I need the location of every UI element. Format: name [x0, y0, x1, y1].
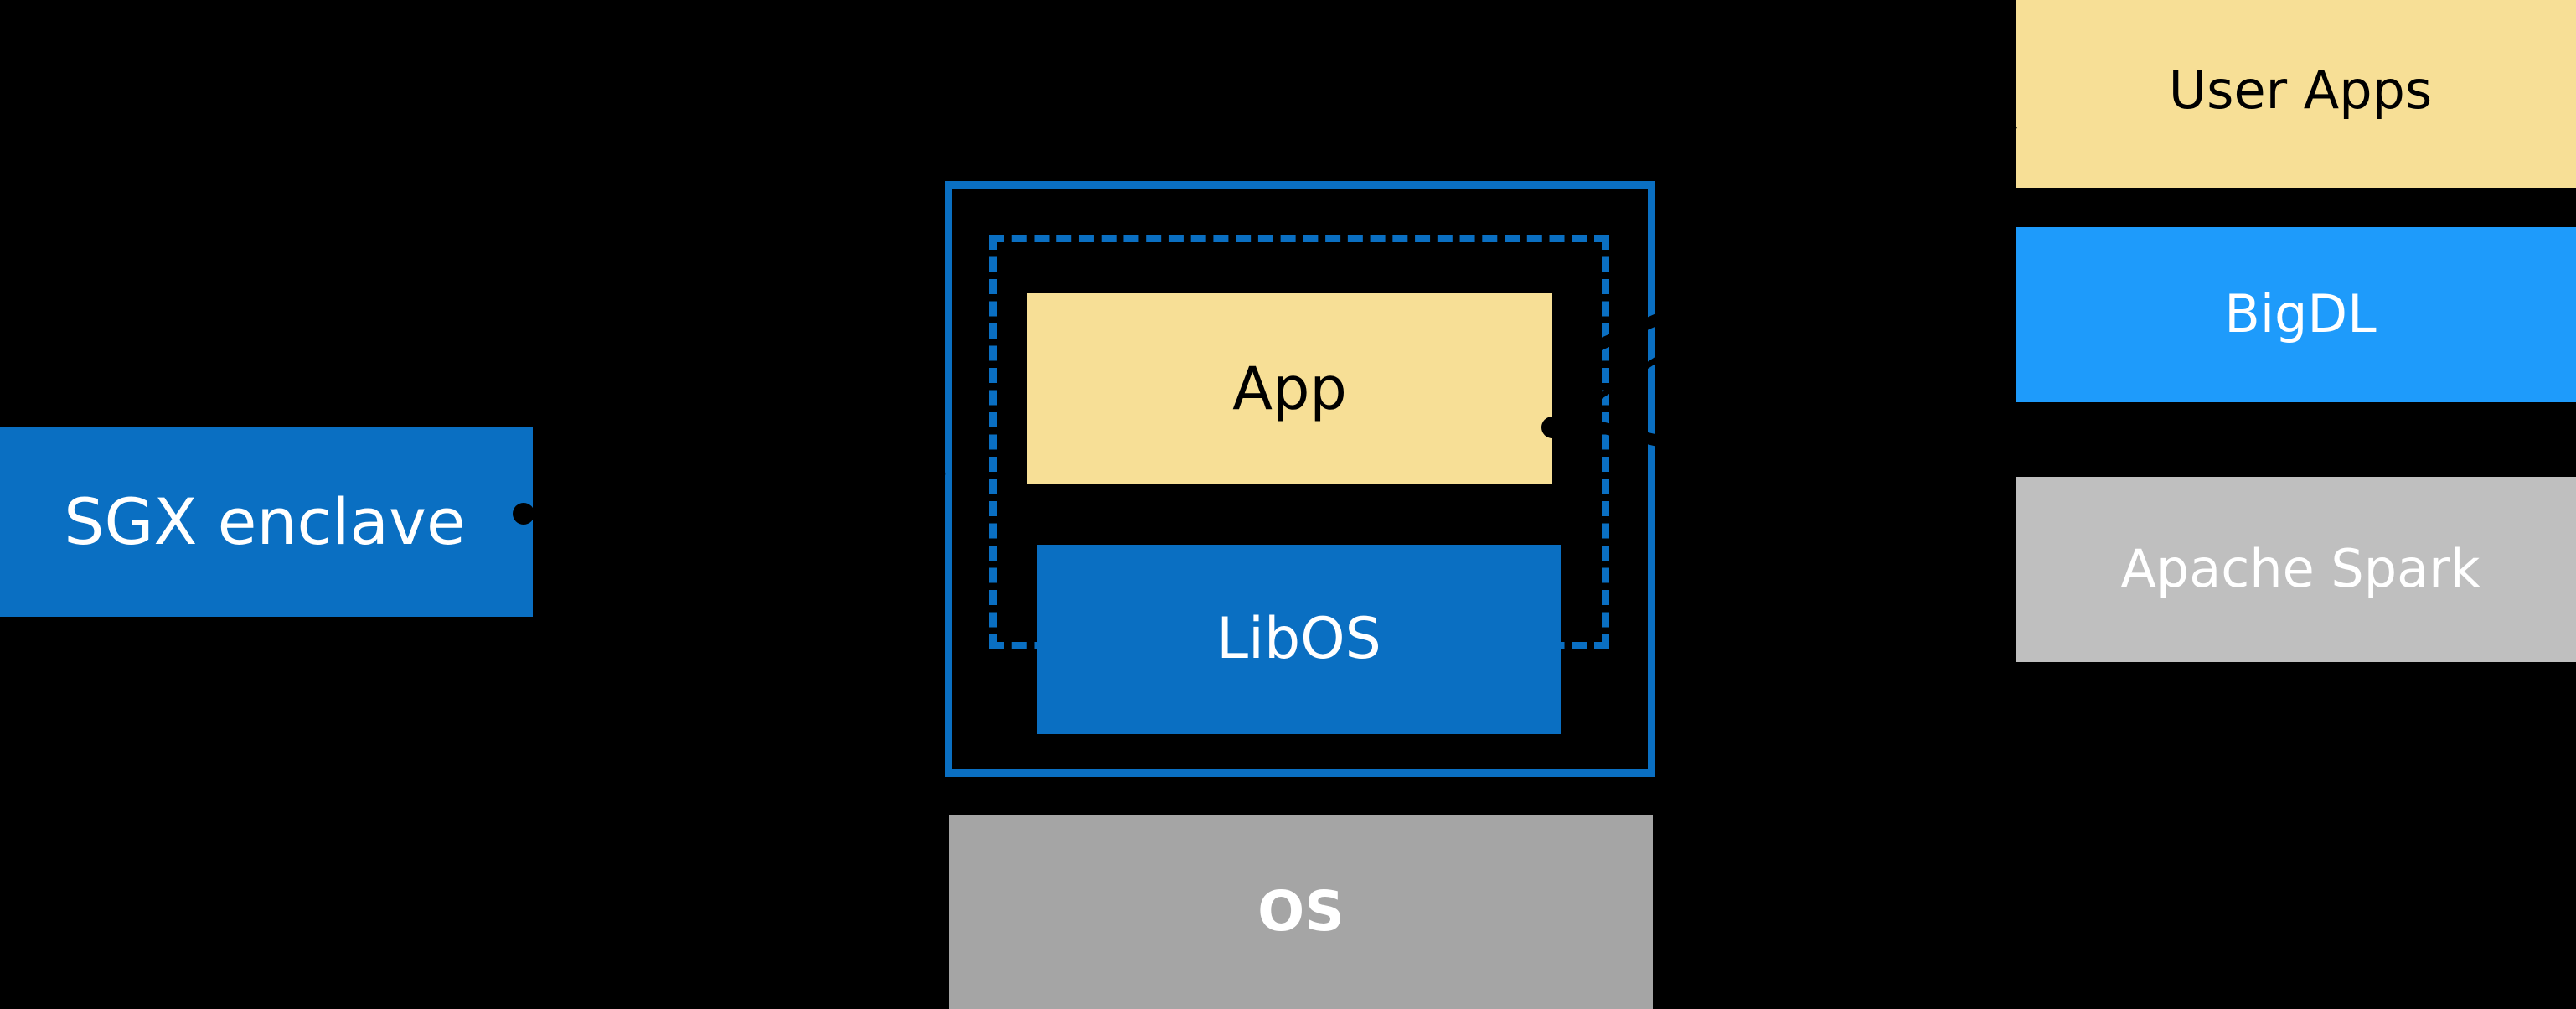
libos-label: LibOS	[1216, 605, 1381, 672]
app-label: App	[1232, 354, 1347, 423]
sgx-enclave-label: SGX enclave	[64, 484, 466, 559]
apache-spark-box[interactable]: Apache Spark	[2016, 477, 2576, 662]
user-apps-label: User Apps	[2168, 59, 2433, 121]
libos-box[interactable]: LibOS	[1037, 545, 1561, 734]
sgx-to-enclave-leader-line	[532, 468, 946, 517]
os-box[interactable]: OS	[949, 815, 1653, 1009]
apache-spark-label: Apache Spark	[2120, 538, 2480, 600]
os-label: OS	[1257, 879, 1345, 944]
enclave-frame[interactable]	[945, 181, 1655, 777]
bigdl-box[interactable]: BigDL	[2016, 227, 2576, 402]
bigdl-label: BigDL	[2224, 283, 2377, 345]
user-apps-box[interactable]: User Apps	[2016, 0, 2576, 188]
app-box[interactable]: App	[1027, 293, 1552, 484]
sgx-enclave-box[interactable]: SGX enclave	[0, 427, 533, 617]
